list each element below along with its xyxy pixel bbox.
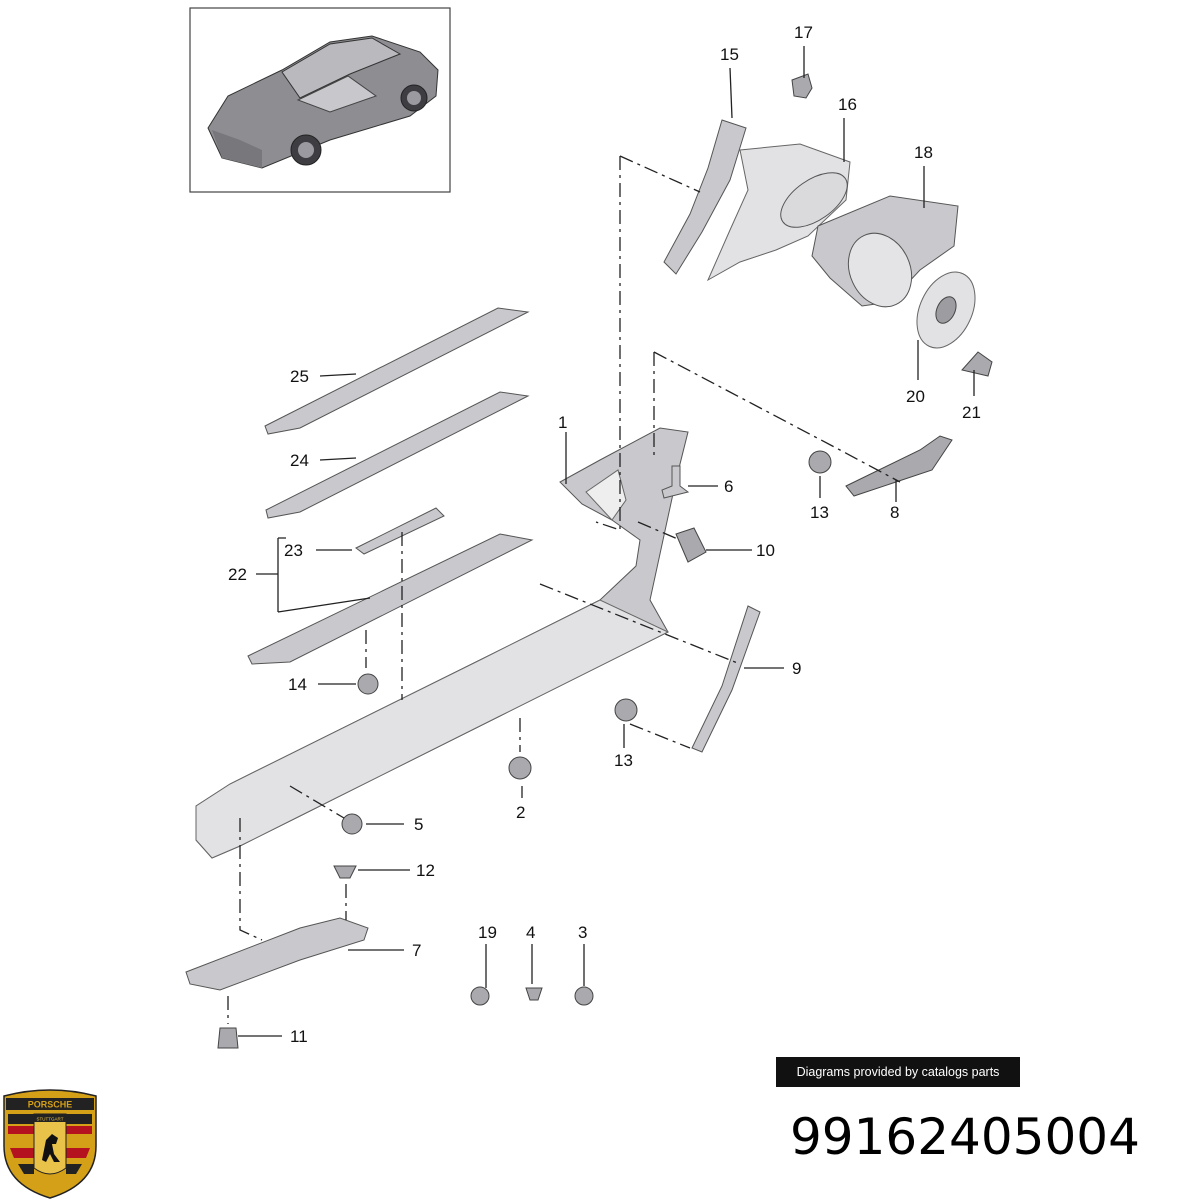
part-18-opening	[847, 232, 913, 308]
callout-16: 16	[838, 95, 857, 114]
callout-9: 9	[792, 659, 801, 678]
callout-19: 19	[478, 923, 497, 942]
part-23-strip	[355, 507, 445, 555]
assembly-lines	[227, 155, 901, 1024]
callout-3: 3	[578, 923, 587, 942]
part-16-opening	[780, 172, 848, 228]
car-thumbnail	[189, 7, 451, 193]
part-3-nut	[574, 986, 594, 1006]
callout-11: 11	[290, 1027, 308, 1046]
callout-15: 15	[720, 45, 739, 64]
part-5-clip	[341, 813, 363, 835]
leader-lines	[238, 46, 975, 1037]
callout-2: 2	[516, 803, 525, 822]
callout-14: 14	[288, 675, 307, 694]
part-2-clip	[508, 756, 532, 780]
callout-1: 1	[558, 413, 567, 432]
callout-6: 6	[724, 477, 733, 496]
part-20-fan-hub	[935, 296, 957, 324]
callout-18: 18	[914, 143, 933, 162]
part-13-grommet	[614, 698, 638, 722]
callout-5: 5	[414, 815, 423, 834]
part-14-clip	[357, 673, 379, 695]
callout-4: 4	[526, 923, 535, 942]
svg-text:PORSCHE: PORSCHE	[28, 1100, 73, 1110]
part-11-clip	[217, 1027, 239, 1049]
callout-8: 8	[890, 503, 899, 522]
part-8-bracket	[845, 435, 953, 497]
part-19-screw	[470, 986, 490, 1006]
callout-20: 20	[906, 387, 925, 406]
part-number-label: 99162405004	[790, 1108, 1140, 1166]
callout-labels: 1 2 3 4 5 6 7 8 9 10 11 12 13 13 14 15 1…	[228, 23, 981, 1046]
part-9-trim	[691, 605, 761, 753]
part-10-block	[675, 527, 707, 563]
callout-23: 23	[284, 541, 303, 560]
part-7-bracket	[185, 917, 369, 991]
part-25-sill-strip	[264, 307, 530, 435]
part-21-cap	[961, 351, 993, 377]
callout-25: 25	[290, 367, 309, 386]
part-4-nut	[525, 987, 543, 1001]
part-12-screw	[333, 865, 357, 879]
svg-text:STUTTGART: STUTTGART	[37, 1117, 64, 1122]
callout-12: 12	[416, 861, 435, 880]
part-22-sill-strip	[247, 533, 534, 665]
part-24-sill-strip	[265, 391, 530, 519]
callout-10: 10	[756, 541, 775, 560]
part-15-trim	[663, 119, 747, 275]
callout-22: 22	[228, 565, 247, 584]
part-17-clip	[791, 73, 813, 99]
callout-21: 21	[962, 403, 981, 422]
callout-13-lower: 13	[614, 751, 633, 770]
part-1-side-panel-sill	[195, 599, 670, 859]
part-1-opening	[585, 469, 627, 521]
part-6-pin	[661, 465, 690, 499]
diagram-credit-caption: Diagrams provided by catalogs parts	[776, 1057, 1020, 1087]
callout-13-upper: 13	[810, 503, 829, 522]
part-13-grommet	[808, 450, 832, 474]
callout-7: 7	[412, 941, 421, 960]
porsche-crest-logo: PORSCHE STUTTGART	[3, 1089, 97, 1199]
callout-24: 24	[290, 451, 309, 470]
callout-17: 17	[794, 23, 813, 42]
